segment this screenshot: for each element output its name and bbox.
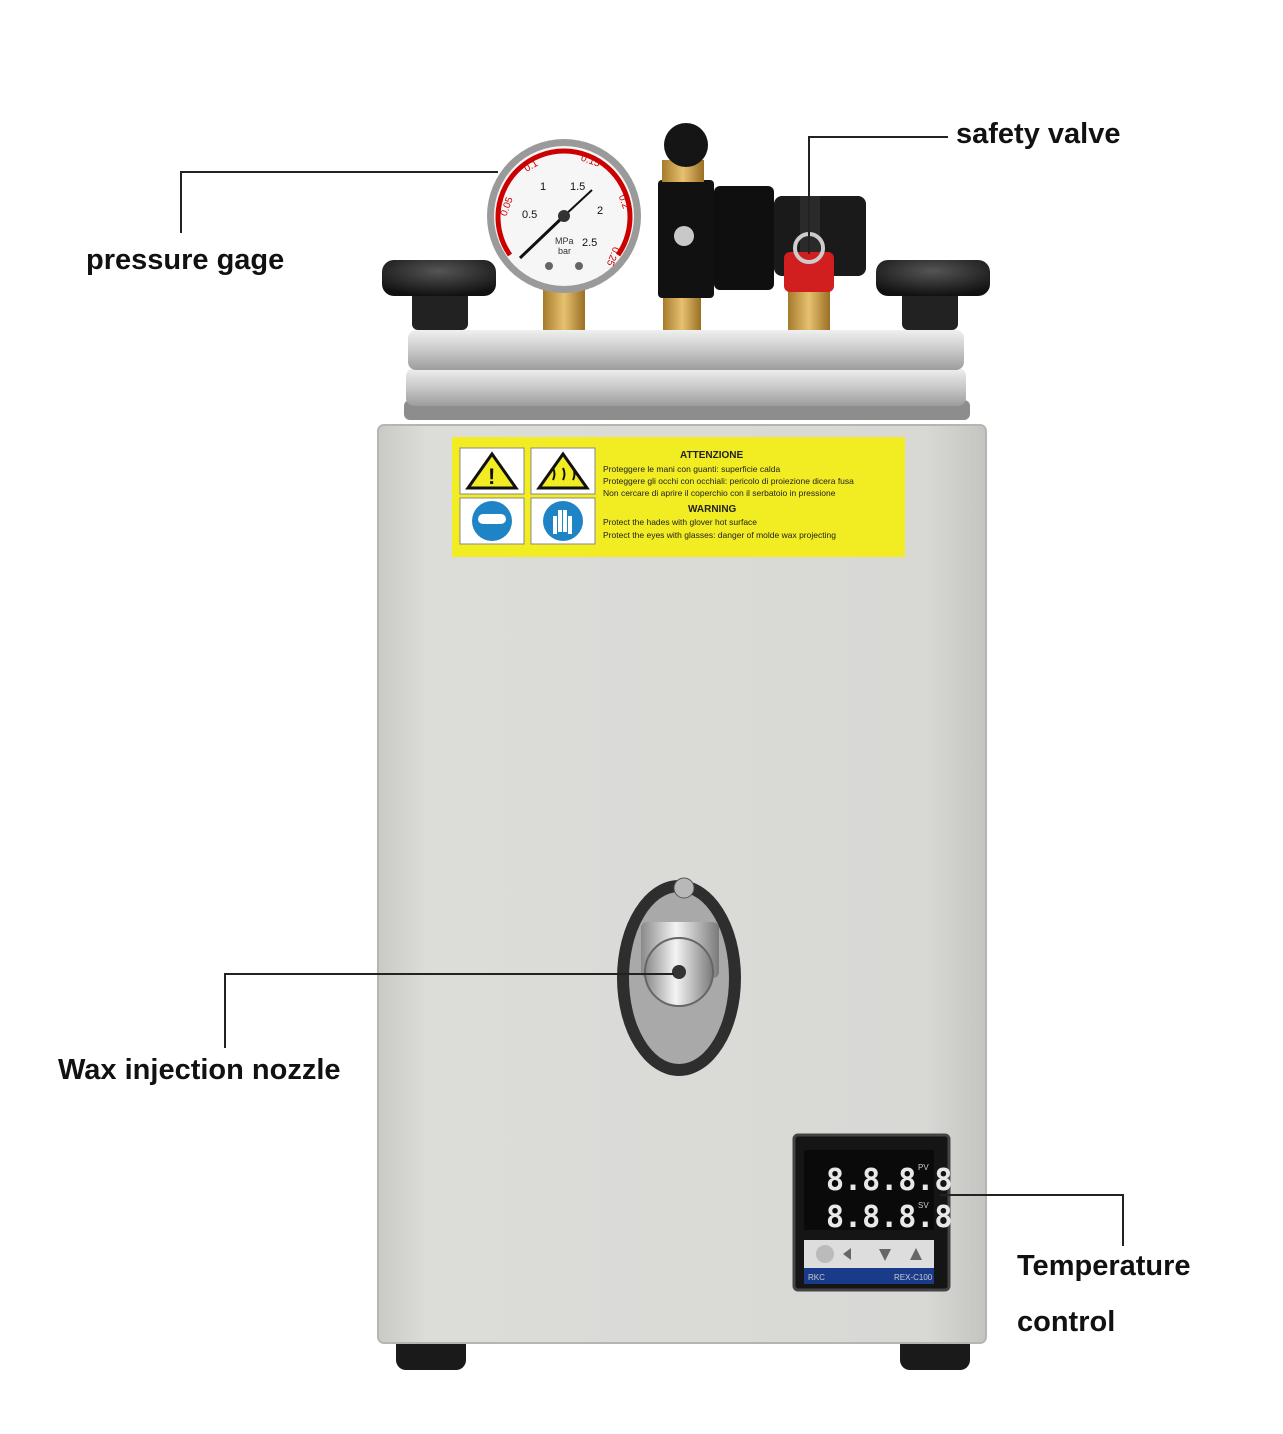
knob-right-stem (902, 285, 958, 330)
leader-valve-vertical (808, 136, 810, 254)
sticker-heading-en: WARNING (688, 504, 737, 515)
controller-sv-tag: SV (918, 1201, 929, 1210)
sticker-en-line-1: Protect the hades with glover hot surfac… (603, 517, 757, 527)
sticker-it-line-2: Proteggere gli occhi con occhiali: peric… (603, 476, 854, 486)
gauge-bar-tick-5: 2.5 (582, 237, 597, 249)
sticker-it-line-1: Proteggere le mani con guanti: superfici… (603, 464, 780, 474)
controller-sv-display: 8.8.8.8 (826, 1200, 952, 1235)
knob-right-head (876, 260, 990, 296)
label-pressure-gage: pressure gage (86, 244, 285, 276)
safety-valve (784, 232, 834, 330)
gauge-bar-tick-4: 2 (597, 205, 603, 217)
controller-pv-tag: PV (918, 1163, 929, 1172)
leader-nozzle-horizontal (224, 973, 674, 975)
temperature-controller: 8.8.8.8 8.8.8.8 PV SV RKC REX-C100 (792, 1133, 952, 1292)
label-safety-valve: safety valve (956, 118, 1121, 150)
svg-text:!: ! (488, 464, 495, 489)
leader-valve-horizontal (808, 136, 948, 138)
gauge-bar-tick-3: 1.5 (570, 181, 585, 193)
lid-top-plate (408, 330, 964, 370)
leader-temp-vertical (1122, 1194, 1124, 1246)
leader-pressure-horizontal (180, 171, 498, 173)
pressure-gauge: 0.5 1 1.5 2 2.5 0.05 0.1 0.15 0.2 0.25 M… (487, 139, 641, 293)
gauge-unit-bar: bar (558, 246, 571, 256)
lid-middle-plate (406, 368, 966, 406)
leader-pressure-vertical (180, 171, 182, 233)
gauge-unit-mpa: MPa (555, 236, 574, 246)
controller-model: REX-C100 (894, 1273, 933, 1282)
controller-brand: RKC (808, 1273, 825, 1282)
warning-sticker: ! ATTENZIONE Proteggere le mani con guan… (452, 437, 905, 557)
leader-temp-horizontal (940, 1194, 1124, 1196)
leader-nozzle-vertical (224, 973, 226, 1048)
label-temperature-control-line2: control (1017, 1306, 1116, 1338)
sticker-heading-it: ATTENZIONE (680, 450, 743, 461)
gauge-bar-tick-2: 1 (540, 181, 546, 193)
knob-left-stem (412, 285, 468, 330)
regulator-assembly (658, 123, 866, 330)
wax-injection-nozzle (617, 877, 741, 1076)
controller-pv-display: 8.8.8.8 (826, 1163, 952, 1198)
label-temperature-control-line1: Temperature (1017, 1250, 1191, 1282)
sticker-en-line-2: Protect the eyes with glasses: danger of… (603, 530, 836, 540)
gauge-mpa-tick-4: 0.2 (616, 194, 631, 211)
label-wax-injection-nozzle: Wax injection nozzle (58, 1054, 341, 1086)
knob-left-head (382, 260, 496, 296)
gauge-bar-tick-1: 0.5 (522, 209, 537, 221)
sticker-it-line-3: Non cercare di aprire il coperchio con i… (603, 488, 836, 498)
